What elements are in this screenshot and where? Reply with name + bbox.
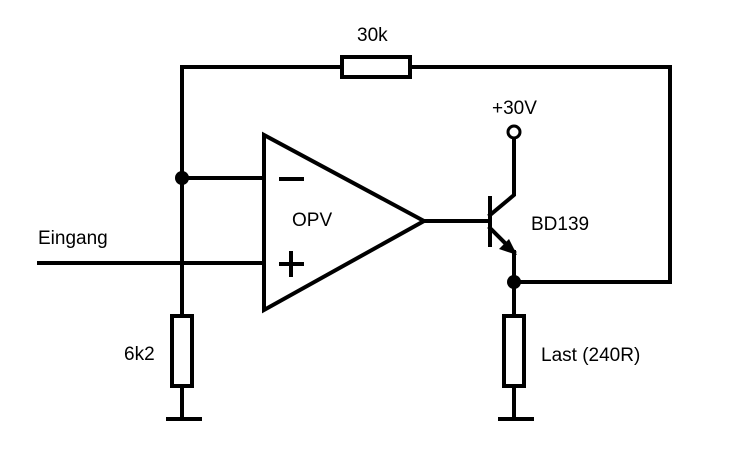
opamp-label: OPV bbox=[292, 210, 332, 231]
supply-label: +30V bbox=[492, 98, 537, 119]
load-resistor-label: Last (240R) bbox=[541, 345, 640, 366]
feedback-resistor bbox=[340, 55, 412, 79]
ground-resistor-label: 6k2 bbox=[124, 344, 155, 365]
transistor-collector bbox=[487, 135, 516, 218]
transistor-label: BD139 bbox=[531, 214, 589, 235]
feedback-wire-right bbox=[408, 65, 672, 284]
supply-terminal-icon bbox=[506, 124, 522, 140]
input-label: Eingang bbox=[38, 228, 108, 249]
load-resistor bbox=[502, 314, 526, 388]
plus-sign bbox=[279, 251, 304, 277]
junction-dot-emitter bbox=[507, 275, 521, 289]
opamp-triangle bbox=[262, 131, 429, 314]
junction-dot-inverting bbox=[175, 171, 189, 185]
feedback-resistor-label: 30k bbox=[357, 25, 388, 46]
ground-resistor bbox=[170, 314, 194, 388]
feedback-wire-left bbox=[180, 65, 344, 180]
